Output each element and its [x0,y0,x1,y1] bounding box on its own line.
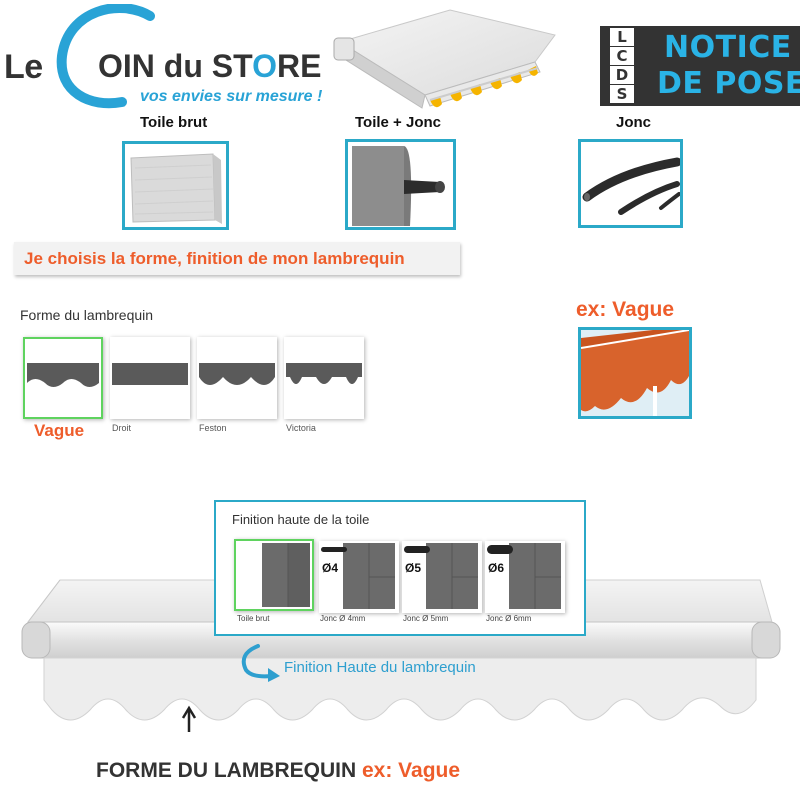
finition-option-jonc-5mm[interactable] [402,541,482,613]
finition-panel-title: Finition haute de la toile [232,512,370,527]
material-image-toile-jonc [345,139,456,230]
logo-tagline: vos envies sur mesure ! [140,88,323,105]
shape-name-victoria: Victoria [286,423,316,433]
finition-name-jonc-5mm: Jonc Ø 5mm [403,614,449,623]
shape-option-feston[interactable] [197,337,277,419]
selected-shape-label: Vague [34,421,85,440]
shape-name-feston: Feston [199,423,227,433]
shape-option-vague[interactable] [23,337,103,419]
finition-option-jonc-4mm[interactable] [319,541,399,613]
shape-option-droit[interactable] [110,337,190,419]
jonc-6mm-finish-icon [487,543,561,609]
logo-le: Le [4,48,43,86]
notice-title-line1: NOTICE [664,30,792,65]
material-label-jonc: Jonc [616,114,652,131]
fabric-with-rod-icon [348,142,453,227]
victoria-shape-icon [286,363,362,384]
phi-label-4: Ø4 [322,561,339,575]
finition-name-jonc-4mm: Jonc Ø 4mm [320,614,366,623]
rod-cord-icon [581,142,680,225]
notice-title-line2: DE POSE [657,66,800,101]
feston-shape-icon [199,363,275,385]
orange-awning-icon [581,330,689,416]
raw-fabric-icon [125,144,226,227]
lcds-vertical-logo: L C D S [610,28,636,104]
finition-option-toile-brut[interactable] [234,539,314,611]
example-title: ex: Vague [576,298,675,321]
curved-arrow-icon [241,644,280,682]
shape-option-victoria[interactable] [284,337,364,419]
material-image-toile-brut [122,141,229,230]
vague-shape-icon [27,363,99,387]
forme-section-title: Forme du lambrequin [20,307,154,323]
bottom-caption: FORME DU LAMBREQUIN ex: Vague [96,759,461,782]
logo-name: OIN du STORE [98,48,322,84]
finition-name-toile-brut: Toile brut [237,614,270,623]
brand-logo: Le OIN du STORE vos envies sur mesure ! [0,0,323,120]
finition-name-jonc-6mm: Jonc Ø 6mm [486,614,532,623]
jonc-4mm-finish-icon [321,543,395,609]
phi-label-6: Ø6 [488,561,505,575]
shape-name-droit: Droit [112,423,132,433]
finition-haute-label: Finition Haute du lambrequin [284,659,476,676]
phi-label-5: Ø5 [405,561,422,575]
awning-illustration [333,9,556,109]
material-label-toile-brut: Toile brut [140,114,208,131]
toile-brut-finish-icon [262,543,310,607]
jonc-5mm-finish-icon [404,543,478,609]
instruction-banner-text: Je choisis la forme, finition de mon lam… [24,249,405,268]
example-awning-photo [578,327,692,419]
material-image-jonc [578,139,683,228]
droit-shape-icon [112,363,188,385]
instruction-banner [14,242,460,275]
finition-option-jonc-6mm[interactable] [485,541,565,613]
material-label-toile-jonc: Toile + Jonc [355,114,441,131]
logo-c-swoosh-icon [56,4,155,109]
